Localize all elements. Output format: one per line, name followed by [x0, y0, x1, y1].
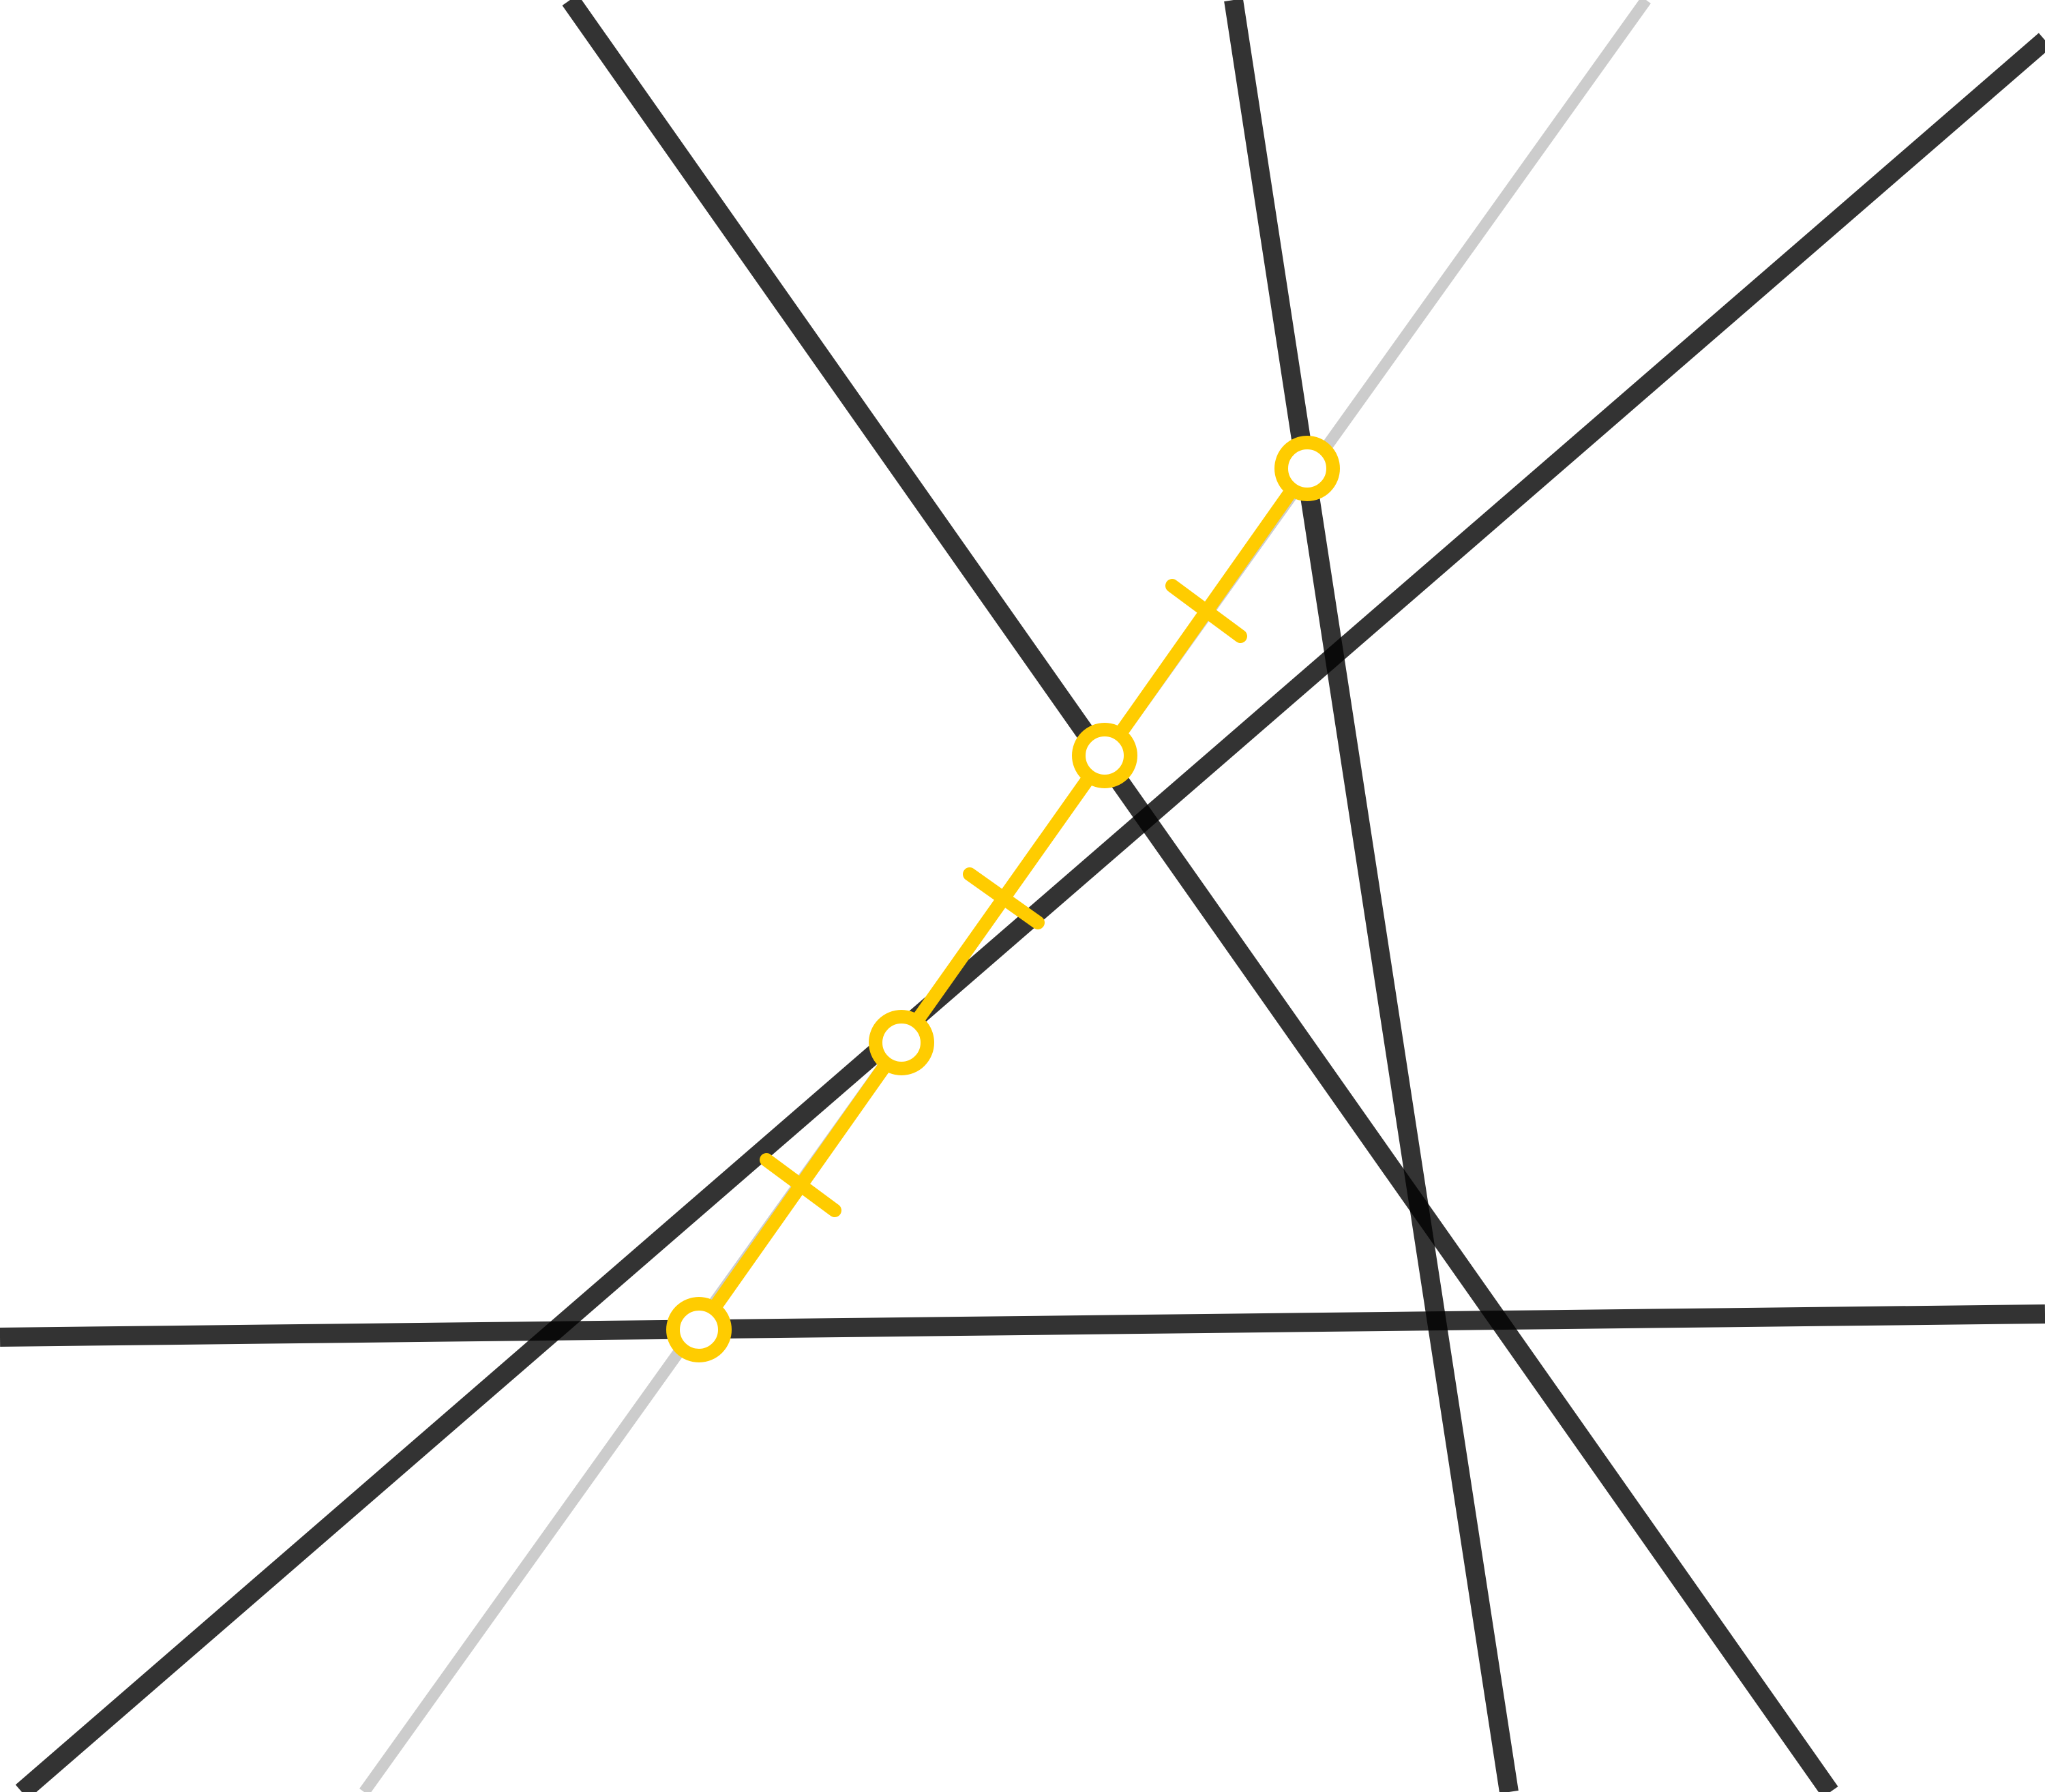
black-line-steep	[1224, 0, 1519, 1792]
tick-mark-1	[1165, 579, 1247, 643]
point-d	[666, 1297, 732, 1362]
tick-mark-2	[963, 867, 1045, 929]
point-a	[1274, 436, 1340, 501]
tick-mark-3	[760, 1153, 841, 1217]
point-b	[1072, 723, 1137, 788]
point-c	[869, 1010, 934, 1075]
black-line-horizontal	[0, 1304, 2045, 1347]
black-line-descending	[562, 0, 1838, 1792]
